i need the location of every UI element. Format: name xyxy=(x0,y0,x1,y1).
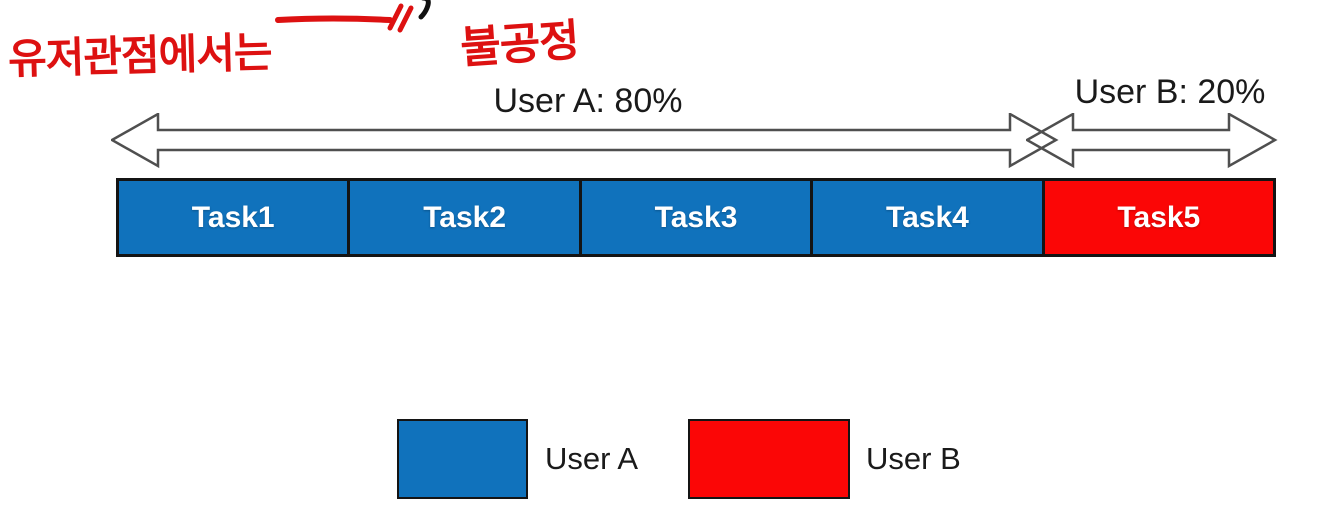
handwritten-note-left: 유저관점에서는 xyxy=(7,28,273,83)
task-label: Task4 xyxy=(886,200,969,234)
user-b-span-label: User B: 20% xyxy=(1074,73,1266,111)
task-segment-5: Task5 xyxy=(1041,178,1277,257)
task-segment-2: Task2 xyxy=(347,178,582,257)
task-label: Task3 xyxy=(654,200,738,234)
legend-label-user-b: User B xyxy=(866,441,961,476)
task-label: Task5 xyxy=(1117,200,1201,234)
legend-swatch-user-a xyxy=(397,419,528,499)
task-label: Task2 xyxy=(423,200,507,234)
red-underline-stroke-icon xyxy=(275,3,414,33)
task-segment-3: Task3 xyxy=(578,178,814,257)
apostrophe-mark-icon xyxy=(418,0,431,20)
user-a-double-arrow-icon xyxy=(111,113,1059,169)
task-segment-1: Task1 xyxy=(116,178,351,257)
user-b-double-arrow-icon xyxy=(1026,113,1278,169)
user-a-span-label: User A: 80% xyxy=(493,82,683,120)
task-segment-4: Task4 xyxy=(810,178,1045,257)
legend-label-user-a: User A xyxy=(545,441,639,476)
task-label: Task1 xyxy=(191,200,275,234)
legend-swatch-user-b xyxy=(688,419,850,499)
handwritten-note-right: 불공정 xyxy=(458,15,581,74)
task-bar: Task1 Task2 Task3 Task4 Task5 xyxy=(116,178,1277,257)
